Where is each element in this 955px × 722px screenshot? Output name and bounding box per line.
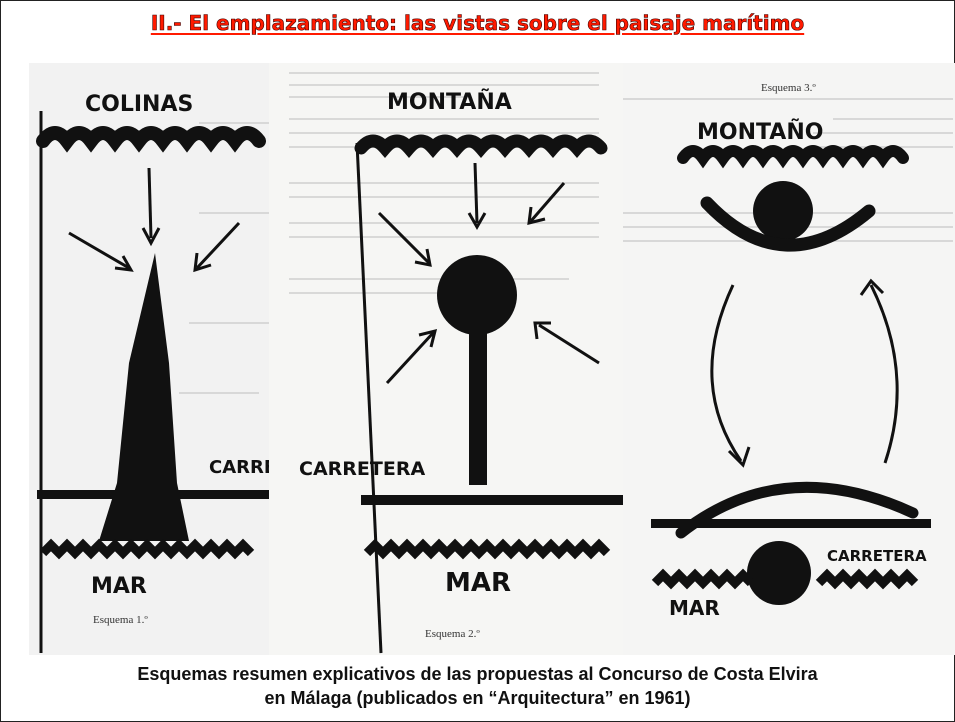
hills-mark: [36, 126, 266, 153]
sketch-2-top-label: MONTAÑA: [387, 89, 512, 115]
slide-caption: Esquemas resumen explicativos de las pro…: [1, 662, 954, 710]
sketch-1-caption: Esquema 1.º: [93, 614, 148, 626]
sea-waves: [39, 538, 255, 560]
sea-waves-right: [815, 568, 919, 590]
caption-line-1: Esquemas resumen explicativos de las pro…: [137, 664, 818, 684]
sketch-3: Esquema 3.º MONTAÑO CARRETERA MAR: [623, 63, 955, 655]
sketch-3-drawing: Esquema 3.º MONTAÑO CARRETERA MAR: [623, 82, 953, 620]
sketch-2-road-label: CARRETERA: [299, 458, 425, 480]
mountain-mark: [677, 145, 909, 169]
sketch-2: MONTAÑA CARRETERA MAR Esquema 2.º: [269, 63, 629, 655]
stem-mark: [469, 325, 487, 485]
sketch-1-road-label: CARRET: [209, 457, 274, 478]
tower-mark: [99, 253, 189, 541]
road-line: [651, 519, 931, 528]
sketch-1-drawing: COLINAS CARRET MAR Esquema 1.º: [36, 92, 274, 653]
sketch-3-road-label: CARRETERA: [827, 547, 927, 565]
upper-arc-mark: [700, 196, 876, 252]
sketch-3-top-label: MONTAÑO: [697, 119, 823, 145]
mountain-mark: [354, 134, 608, 158]
sketch-2-caption: Esquema 2.º: [425, 628, 480, 640]
sketch-2-drawing: MONTAÑA CARRETERA MAR Esquema 2.º: [289, 72, 629, 654]
sketch-1: COLINAS CARRET MAR Esquema 1.º: [29, 63, 274, 655]
sketch-2-sea-label: MAR: [445, 568, 511, 598]
lower-sphere-mark: [747, 541, 811, 605]
slide-title: II.- El emplazamiento: las vistas sobre …: [150, 11, 805, 36]
sea-waves: [363, 538, 611, 560]
sketch-3-sea-label: MAR: [669, 596, 720, 620]
sphere-mark: [437, 255, 517, 335]
sketch-1-sea-label: MAR: [91, 574, 147, 599]
sea-waves-left: [651, 568, 755, 590]
upper-sphere-mark: [753, 181, 813, 241]
sketch-3-caption: Esquema 3.º: [761, 82, 816, 94]
sketch-1-top-label: COLINAS: [85, 92, 193, 117]
caption-line-2: en Málaga (publicados en “Arquitectura” …: [264, 688, 691, 708]
road-line: [361, 495, 629, 505]
road-line: [37, 490, 274, 499]
lower-arc-mark: [675, 481, 919, 539]
